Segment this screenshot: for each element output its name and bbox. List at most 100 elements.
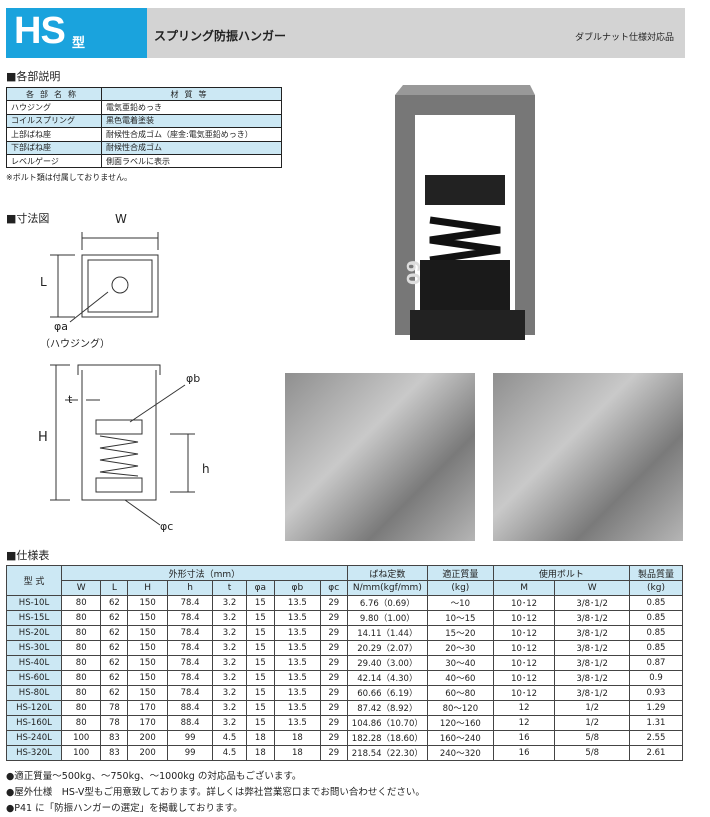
spec-cell: 62: [100, 655, 129, 671]
spec-header-spring-unit: N/mm(kgf/mm): [346, 580, 428, 596]
spec-cell: 80: [60, 685, 102, 701]
spec-header-weight: 製品質量: [629, 565, 683, 581]
spec-cell: 18: [245, 730, 276, 746]
product-photo: [395, 85, 535, 340]
parts-row: 上部ばね座耐候性合成ゴム（座金:電気亜鉛めっき）: [6, 127, 282, 142]
part-material: 側面ラベルに表示: [101, 153, 282, 169]
part-name: ハウジング: [6, 100, 102, 115]
spec-cell: 0.85: [629, 610, 683, 626]
spec-cell: 0.85: [629, 595, 683, 611]
spec-cell: 80: [60, 700, 102, 716]
spec-cell: 20～30: [426, 640, 494, 656]
spec-cell: 18: [274, 730, 321, 746]
model-type: 型: [72, 36, 86, 51]
spec-cell: 104.86（10.70）: [346, 715, 428, 731]
spec-cell: 13.5: [274, 625, 321, 641]
spec-cell: 1/2: [554, 715, 630, 731]
spec-cell: 29.40（3.00）: [346, 655, 428, 671]
spec-cell: 80: [60, 655, 102, 671]
spec-cell: 3.2: [212, 670, 247, 686]
spec-cell: 3.2: [212, 625, 247, 641]
spec-cell: 15: [245, 715, 276, 731]
spec-cell: 29: [319, 685, 348, 701]
spec-cell: 3/8･1/2: [554, 685, 630, 701]
spec-cell: 0.9: [629, 670, 683, 686]
spec-cell: 87.42（8.92）: [346, 700, 428, 716]
spec-model: HS-320L: [6, 745, 62, 761]
spec-cell: 16: [492, 730, 556, 746]
spec-cell: 99: [166, 745, 214, 761]
dim-phi-b-label: φb: [186, 372, 201, 385]
spec-header-model: 型 式: [6, 565, 62, 596]
dim-h-upper-label: H: [38, 430, 48, 445]
dim-t-label: t: [68, 393, 73, 406]
dimensions-section-title: ■寸法図: [6, 212, 50, 225]
spec-subheader: H: [127, 580, 168, 596]
spec-cell: 13.5: [274, 715, 321, 731]
dim-l-label: L: [40, 275, 47, 289]
model-code: HS: [14, 10, 66, 52]
spec-cell: 2.61: [629, 745, 683, 761]
spec-model: HS-240L: [6, 730, 62, 746]
spec-model: HS-20L: [6, 625, 62, 641]
spec-header-bolt: 使用ボルト: [492, 565, 631, 581]
spec-cell: 78.4: [166, 610, 214, 626]
spec-cell: 78.4: [166, 640, 214, 656]
spec-model: HS-10L: [6, 595, 62, 611]
model-badge: HS 型: [6, 8, 147, 58]
dim-housing-label: （ハウジング）: [40, 339, 110, 350]
spec-cell: 0.85: [629, 625, 683, 641]
spec-cell: 78.4: [166, 655, 214, 671]
spec-cell: 15: [245, 655, 276, 671]
spec-cell: 29: [319, 745, 348, 761]
spec-cell: 14.11（1.44）: [346, 625, 428, 641]
part-name: コイルスプリング: [6, 113, 102, 129]
spec-cell: 88.4: [166, 700, 214, 716]
spec-model: HS-40L: [6, 655, 62, 671]
spec-cell: 29: [319, 610, 348, 626]
spec-cell: 3/8･1/2: [554, 640, 630, 656]
spec-cell: 5/8: [554, 730, 630, 746]
spec-cell: 3.2: [212, 715, 247, 731]
footnote: ●屋外仕様 HS-V型もご用意致しております。詳しくは弊社営業窓口までお問い合わ…: [6, 787, 425, 798]
spec-cell: 30～40: [426, 655, 494, 671]
spec-subheader: t: [212, 580, 247, 596]
spec-cell: 1.29: [629, 700, 683, 716]
spec-cell: 3.2: [212, 700, 247, 716]
spec-model: HS-120L: [6, 700, 62, 716]
spec-cell: 29: [319, 595, 348, 611]
spec-cell: 13.5: [274, 610, 321, 626]
spec-cell: 170: [127, 715, 168, 731]
installation-photo-2: [493, 373, 683, 541]
spec-cell: 120～160: [426, 715, 494, 731]
spec-cell: 200: [127, 730, 168, 746]
part-name: 下部ばね座: [6, 140, 102, 155]
spec-cell: 3/8･1/2: [554, 655, 630, 671]
spec-cell: 42.14（4.30）: [346, 670, 428, 686]
spec-model: HS-80L: [6, 685, 62, 701]
spec-header-mass: 適正質量: [426, 565, 494, 581]
spec-cell: 200: [127, 745, 168, 761]
parts-header-name: 各部名称: [6, 86, 102, 102]
spec-cell: 80: [60, 595, 102, 611]
parts-table: 各部名称材質等 ハウジング電気亜鉛めっきコイルスプリング黒色電着塗装上部ばね座耐…: [6, 86, 282, 169]
spec-cell: 218.54（22.30）: [346, 745, 428, 761]
spec-cell: 10･12: [492, 640, 556, 656]
spec-cell: 6.76（0.69）: [346, 595, 428, 611]
spec-cell: 78.4: [166, 685, 214, 701]
spec-cell: 3.2: [212, 595, 247, 611]
spec-cell: 15: [245, 700, 276, 716]
spec-cell: 240～320: [426, 745, 494, 761]
spec-cell: 99: [166, 730, 214, 746]
spec-cell: 150: [127, 685, 168, 701]
spec-cell: 15: [245, 595, 276, 611]
spec-cell: 182.28（18.60）: [346, 730, 428, 746]
dim-phi-c-label: φc: [160, 520, 174, 533]
spec-cell: 10･12: [492, 670, 556, 686]
spec-cell: 3.2: [212, 655, 247, 671]
spec-subheader: h: [166, 580, 214, 596]
